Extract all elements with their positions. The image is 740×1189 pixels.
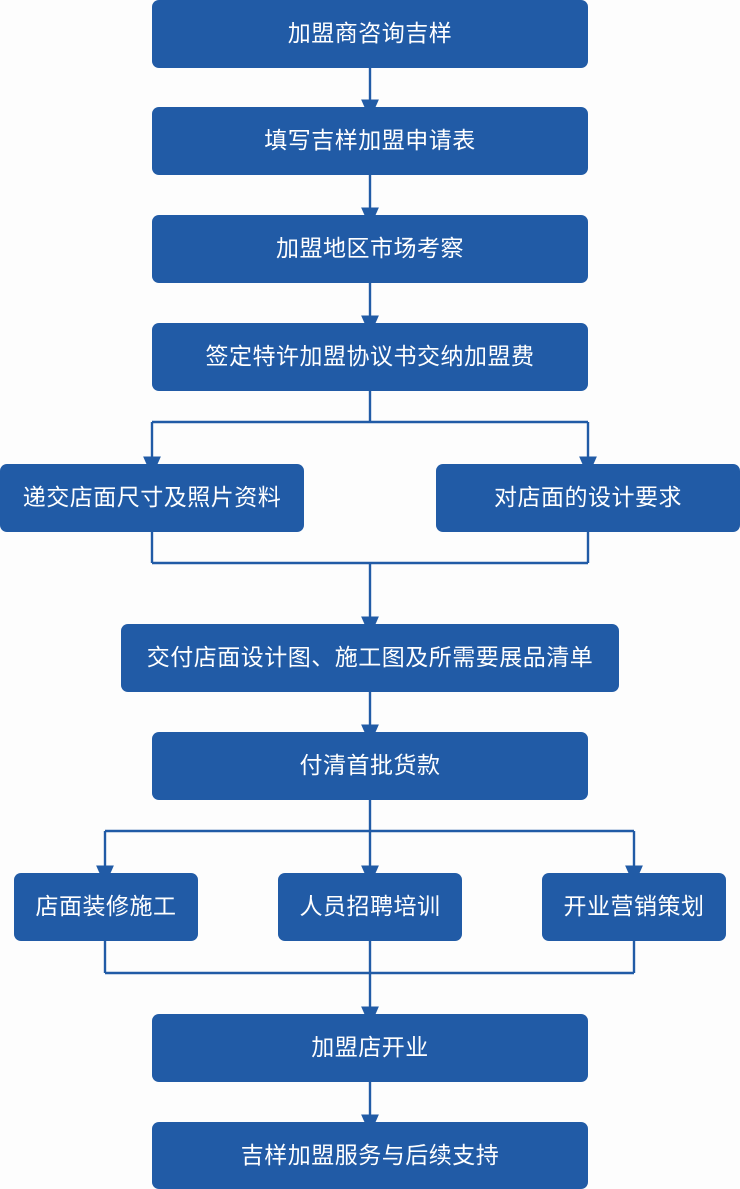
flow-node-application-form[interactable]: 填写吉样加盟申请表: [152, 107, 588, 175]
flow-node-label: 加盟地区市场考察: [276, 235, 464, 262]
flow-node-label: 付清首批货款: [299, 752, 441, 779]
flow-node-inquiry[interactable]: 加盟商咨询吉样: [152, 0, 588, 68]
flow-node-store-design-requirements[interactable]: 对店面的设计要求: [436, 464, 740, 532]
flow-node-pay-first-order[interactable]: 付清首批货款: [152, 732, 588, 800]
flow-node-opening-marketing-plan[interactable]: 开业营销策划: [542, 873, 726, 941]
flow-node-label: 开业营销策划: [563, 893, 705, 920]
flow-node-label: 对店面的设计要求: [494, 484, 682, 511]
flow-node-ongoing-support[interactable]: 吉样加盟服务与后续支持: [152, 1122, 588, 1189]
flow-node-deliver-drawings[interactable]: 交付店面设计图、施工图及所需要展品清单: [121, 624, 619, 692]
flow-node-sign-agreement[interactable]: 签定特许加盟协议书交纳加盟费: [152, 323, 588, 391]
flow-node-staff-recruitment-training[interactable]: 人员招聘培训: [278, 873, 462, 941]
flow-node-label: 填写吉样加盟申请表: [264, 127, 476, 154]
flow-node-submit-store-info[interactable]: 递交店面尺寸及照片资料: [0, 464, 304, 532]
flow-node-label: 加盟店开业: [311, 1034, 429, 1061]
flow-node-label: 店面装修施工: [35, 893, 177, 920]
flow-node-label: 吉样加盟服务与后续支持: [240, 1141, 500, 1168]
flow-node-label: 交付店面设计图、施工图及所需要展品清单: [146, 644, 594, 671]
flow-node-label: 加盟商咨询吉样: [287, 20, 453, 47]
flow-node-label: 签定特许加盟协议书交纳加盟费: [205, 343, 535, 370]
flow-node-store-construction[interactable]: 店面装修施工: [14, 873, 198, 941]
flow-node-market-survey[interactable]: 加盟地区市场考察: [152, 215, 588, 283]
flow-node-label: 人员招聘培训: [299, 893, 441, 920]
flow-node-label: 递交店面尺寸及照片资料: [22, 484, 282, 511]
flow-node-store-opening[interactable]: 加盟店开业: [152, 1014, 588, 1082]
